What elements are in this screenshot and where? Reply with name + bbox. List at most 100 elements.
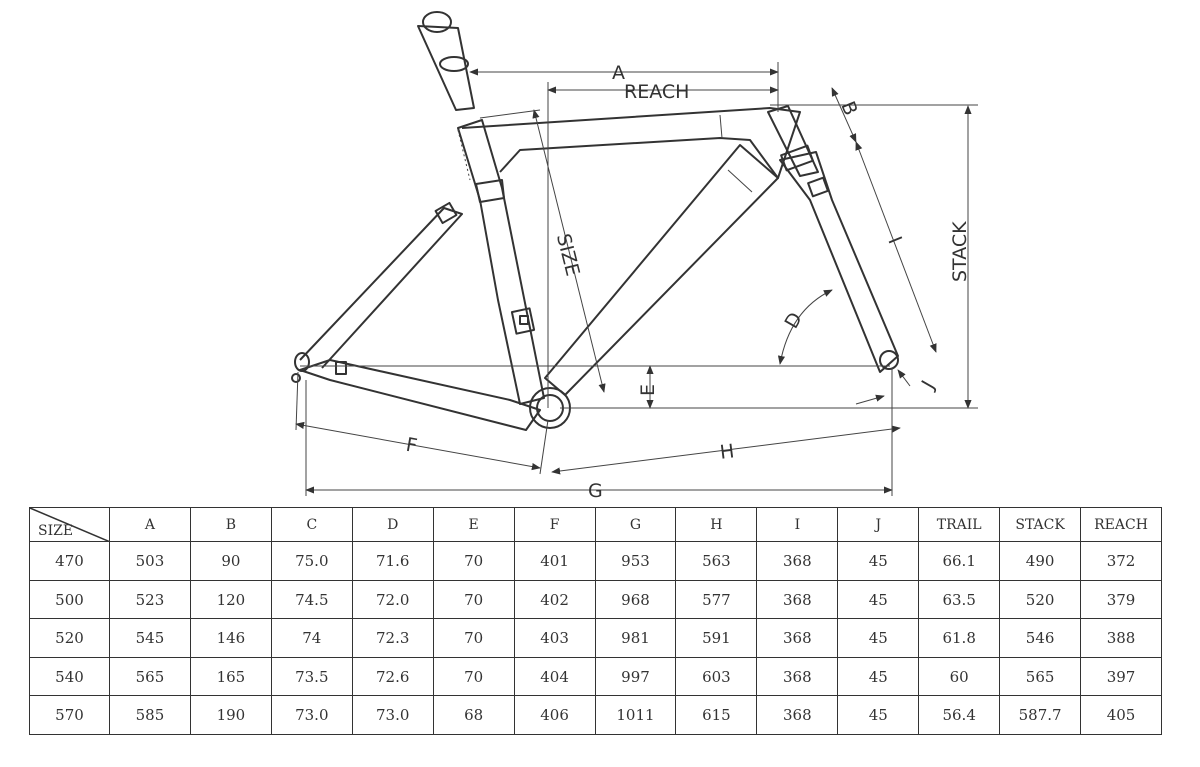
label-b: B — [836, 98, 861, 118]
table-cell: 523 — [109, 579, 191, 620]
table-cell: 120 — [189, 579, 272, 620]
table-cell: 520 — [999, 579, 1082, 620]
table-cell: 379 — [1080, 579, 1162, 620]
table-cell: 372 — [1080, 541, 1162, 581]
table-cell: 401 — [513, 541, 596, 581]
table-cell: 56.4 — [918, 695, 1001, 735]
table-cell: 615 — [675, 695, 758, 735]
table-size-cell: 570 — [29, 695, 110, 735]
table-cell: 165 — [189, 656, 272, 697]
table-cell: 70 — [432, 618, 515, 658]
table-cell: 503 — [109, 541, 191, 581]
table-cell: 388 — [1080, 618, 1162, 658]
table-header-cell: G — [594, 506, 677, 543]
table-header-cell: B — [189, 506, 272, 543]
table-cell: 71.6 — [351, 541, 434, 581]
label-e: E — [637, 384, 659, 396]
fork — [779, 151, 899, 373]
label-a: A — [612, 62, 625, 84]
table-cell: 368 — [756, 579, 839, 620]
table-header-cell: F — [513, 506, 596, 543]
table-cell: 603 — [675, 656, 758, 697]
table-cell: 146 — [189, 618, 272, 658]
table-cell: 981 — [594, 618, 677, 658]
table-cell: 402 — [513, 579, 596, 620]
table-cell: 591 — [675, 618, 758, 658]
table-cell: 68 — [432, 695, 515, 735]
label-stack: STACK — [949, 221, 971, 282]
table-cell: 72.6 — [351, 656, 434, 697]
table-cell: 63.5 — [918, 579, 1001, 620]
table-header-cell: REACH — [1080, 506, 1162, 543]
table-cell: 45 — [837, 695, 920, 735]
chain-stay — [299, 359, 541, 431]
table-cell: 490 — [999, 541, 1082, 581]
table-cell: 545 — [109, 618, 191, 658]
table-corner-cell: SIZE — [29, 506, 110, 543]
table-cell: 45 — [837, 579, 920, 620]
table-cell: 1011 — [594, 695, 677, 735]
table-cell: 368 — [756, 618, 839, 658]
label-g: G — [588, 480, 603, 500]
table-cell: 953 — [594, 541, 677, 581]
table-cell: 66.1 — [918, 541, 1001, 581]
table-header-cell: E — [432, 506, 515, 543]
table-cell: 72.3 — [351, 618, 434, 658]
table-cell: 565 — [109, 656, 191, 697]
table-cell: 190 — [189, 695, 272, 735]
label-h: H — [719, 440, 736, 464]
table-corner-label: SIZE — [38, 523, 74, 540]
table-size-cell: 500 — [29, 579, 110, 620]
head-tube — [767, 105, 819, 177]
table-cell: 587.7 — [999, 695, 1082, 735]
table-header-cell: TRAIL — [918, 506, 1001, 543]
seatpost — [417, 25, 475, 111]
seat-stay — [299, 207, 463, 369]
table-cell: 546 — [999, 618, 1082, 658]
frame-geometry-diagram: A REACH B STACK SIZE I D E J F H G — [291, 11, 978, 500]
bike-frame — [291, 11, 899, 431]
table-cell: 585 — [109, 695, 191, 735]
table-cell: 72.0 — [351, 579, 434, 620]
table-size-cell: 470 — [29, 541, 110, 581]
table-cell: 45 — [837, 618, 920, 658]
table-header-cell: C — [270, 506, 353, 543]
table-header-cell: I — [756, 506, 839, 543]
table-cell: 60 — [918, 656, 1001, 697]
label-size: SIZE — [552, 232, 584, 279]
table-header-cell: STACK — [999, 506, 1082, 543]
table-cell: 577 — [675, 579, 758, 620]
table-cell: 565 — [999, 656, 1082, 697]
table-cell: 368 — [756, 656, 839, 697]
table-cell: 368 — [756, 695, 839, 735]
table-cell: 368 — [756, 541, 839, 581]
seat-clamp — [439, 56, 469, 72]
top-tube — [461, 107, 801, 179]
table-cell: 70 — [432, 656, 515, 697]
table-cell: 75.0 — [270, 541, 353, 581]
table-cell: 70 — [432, 579, 515, 620]
table-cell: 406 — [513, 695, 596, 735]
label-i: I — [883, 234, 905, 247]
table-cell: 45 — [837, 541, 920, 581]
label-f: F — [404, 434, 419, 458]
table-header-cell: D — [351, 506, 434, 543]
table-cell: 74.5 — [270, 579, 353, 620]
table-cell: 73.0 — [351, 695, 434, 735]
dimension-lines — [295, 62, 978, 496]
table-cell: 73.5 — [270, 656, 353, 697]
table-cell: 997 — [594, 656, 677, 697]
table-cell: 403 — [513, 618, 596, 658]
table-cell: 404 — [513, 656, 596, 697]
table-cell: 563 — [675, 541, 758, 581]
table-cell: 70 — [432, 541, 515, 581]
table-size-cell: 520 — [29, 618, 110, 658]
table-cell: 397 — [1080, 656, 1162, 697]
table-cell: 405 — [1080, 695, 1162, 735]
